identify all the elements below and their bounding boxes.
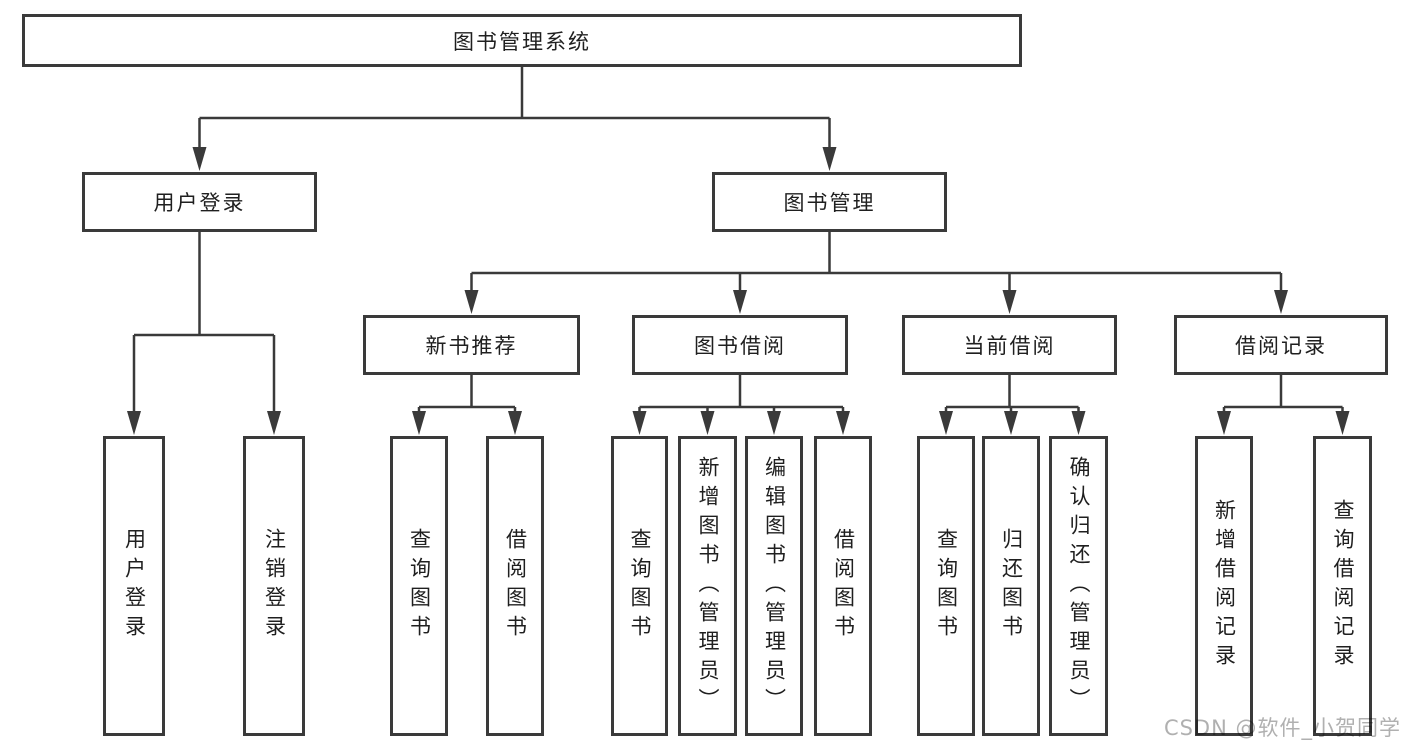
node-leaf-query-books-current: 查询图书	[917, 436, 975, 736]
arrow-icon	[939, 411, 953, 435]
arrow-icon	[192, 147, 207, 171]
arrow-icon	[1335, 411, 1350, 435]
arrow-icon	[1274, 290, 1288, 314]
node-leaf-borrow-books-recommend: 借阅图书	[486, 436, 544, 736]
node-leaf-return-books: 归还图书	[982, 436, 1040, 736]
arrow-icon	[412, 411, 426, 435]
arrow-icon	[632, 411, 647, 435]
arrow-icon	[1002, 290, 1017, 314]
arrowheads	[127, 147, 1350, 435]
arrow-icon	[267, 411, 281, 435]
arrow-icon	[508, 411, 522, 435]
node-library-management-system: 图书管理系统	[22, 14, 1022, 67]
node-book-borrowing: 图书借阅	[632, 315, 848, 375]
node-leaf-edit-books-admin: 编辑图书（管理员）	[745, 436, 803, 736]
node-leaf-add-borrow-record: 新增借阅记录	[1195, 436, 1253, 736]
arrow-icon	[1217, 411, 1231, 435]
connector-book-borrow-to-leaves	[638, 375, 845, 424]
node-book-management: 图书管理	[712, 172, 947, 232]
arrow-icon	[464, 290, 479, 314]
arrow-icon	[1004, 411, 1018, 435]
connector-borrow-record-to-leaves	[1222, 375, 1344, 424]
arrow-icon	[700, 411, 715, 435]
node-leaf-query-books-borrow: 查询图书	[611, 436, 668, 736]
node-leaf-query-borrow-record: 查询借阅记录	[1313, 436, 1372, 736]
watermark: CSDN @软件_小贺同学	[1163, 716, 1401, 740]
node-leaf-logout: 注销登录	[243, 436, 305, 736]
connector-root-to-level2	[198, 67, 831, 160]
node-leaf-add-books-admin: 新增图书（管理员）	[678, 436, 737, 736]
node-borrowing-records: 借阅记录	[1174, 315, 1388, 375]
connector-book-mgmt-to-level3	[470, 232, 1283, 303]
node-leaf-confirm-return-admin: 确认归还（管理员）	[1049, 436, 1108, 736]
node-leaf-user-login: 用户登录	[103, 436, 165, 736]
connector-user-login-to-leaves	[132, 232, 276, 424]
node-user-login: 用户登录	[82, 172, 317, 232]
arrow-icon	[127, 411, 141, 435]
node-new-book-recommendation: 新书推荐	[363, 315, 580, 375]
arrow-icon	[767, 411, 781, 435]
node-current-borrowing: 当前借阅	[902, 315, 1117, 375]
arrow-icon	[1071, 411, 1086, 435]
arrow-icon	[733, 290, 747, 314]
node-leaf-query-books-recommend: 查询图书	[390, 436, 448, 736]
connector-new-book-to-leaves	[417, 375, 517, 424]
arrow-icon	[822, 147, 837, 171]
arrow-icon	[836, 411, 850, 435]
node-leaf-borrow-books: 借阅图书	[814, 436, 872, 736]
